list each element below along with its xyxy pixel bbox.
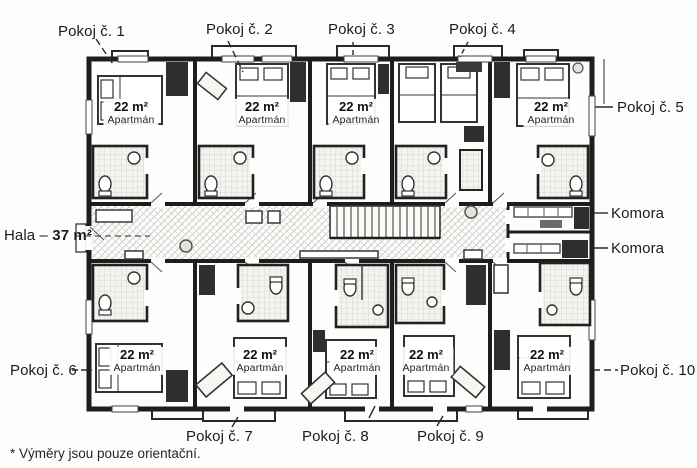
- leader-lines: [72, 38, 618, 428]
- room-3: [312, 63, 389, 200]
- label-pokoj-1: Pokoj č. 1: [58, 23, 125, 40]
- room-4: [394, 62, 484, 200]
- unit-area: 22 m²: [339, 98, 373, 114]
- label-hala: Hala – 37 m²: [4, 228, 92, 244]
- unit-name: Apartmán: [238, 114, 286, 127]
- komora-lower: [513, 240, 588, 258]
- label-pokoj-5: Pokoj č. 5: [617, 99, 684, 116]
- unit-area: 22 m²: [120, 346, 154, 362]
- unit-label-room-10: 22 m² Apartmán: [519, 346, 575, 376]
- unit-name: Apartmán: [523, 362, 571, 375]
- label-hala-name: Hala –: [4, 227, 48, 244]
- unit-label-room-3: 22 m² Apartmán: [328, 98, 384, 128]
- label-pokoj-10: Pokoj č. 10: [620, 362, 696, 379]
- label-pokoj-6: Pokoj č. 6: [10, 362, 77, 379]
- unit-label-room-2: 22 m² Apartmán: [234, 98, 290, 128]
- unit-label-room-6: 22 m² Apartmán: [109, 346, 165, 376]
- unit-area: 22 m²: [534, 98, 568, 114]
- unit-area: 22 m²: [245, 98, 279, 114]
- unit-area: 22 m²: [114, 98, 148, 114]
- unit-area: 22 m²: [340, 346, 374, 362]
- label-komora-upper: Komora: [611, 205, 665, 222]
- unit-label-room-1: 22 m² Apartmán: [103, 98, 159, 128]
- unit-name: Apartmán: [113, 362, 161, 375]
- doors: [85, 192, 547, 413]
- unit-name: Apartmán: [402, 362, 450, 375]
- label-pokoj-4: Pokoj č. 4: [449, 21, 516, 38]
- unit-area: 22 m²: [243, 346, 277, 362]
- unit-name: Apartmán: [332, 114, 380, 127]
- unit-name: Apartmán: [236, 362, 284, 375]
- unit-area: 22 m²: [530, 346, 564, 362]
- hala-furniture: [95, 205, 483, 260]
- label-pokoj-2: Pokoj č. 2: [206, 21, 273, 38]
- unit-area: 22 m²: [409, 346, 443, 362]
- label-komora-lower: Komora: [611, 240, 665, 257]
- windows: [85, 55, 596, 413]
- label-pokoj-3: Pokoj č. 3: [328, 21, 395, 38]
- label-pokoj-9: Pokoj č. 9: [417, 428, 484, 445]
- unit-label-room-5: 22 m² Apartmán: [523, 98, 579, 128]
- footnote: * Výměry jsou pouze orientační.: [10, 446, 201, 461]
- unit-name: Apartmán: [333, 362, 381, 375]
- corridor-floor: [92, 206, 506, 259]
- room-5: [494, 62, 590, 200]
- staircase: [329, 205, 441, 240]
- unit-name: Apartmán: [527, 114, 575, 127]
- unit-label-room-9: 22 m² Apartmán: [398, 346, 454, 376]
- unit-label-room-7: 22 m² Apartmán: [232, 346, 288, 376]
- label-hala-area: 37 m²: [52, 227, 92, 244]
- label-pokoj-7: Pokoj č. 7: [186, 428, 253, 445]
- unit-name: Apartmán: [107, 114, 155, 127]
- label-pokoj-8: Pokoj č. 8: [302, 428, 369, 445]
- unit-label-room-8: 22 m² Apartmán: [329, 346, 385, 376]
- komora-upper: [513, 206, 589, 229]
